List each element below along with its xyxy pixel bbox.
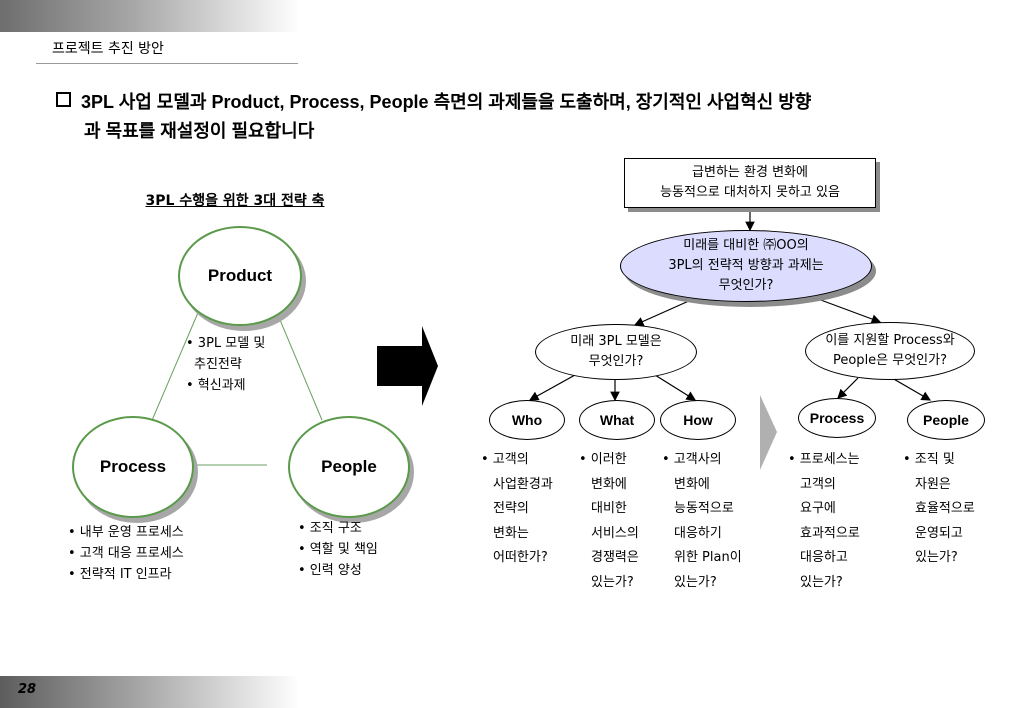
product-people-line xyxy=(274,307,323,421)
product-bullets: • 3PL 모델 및 추진전략 • 혁신과제 xyxy=(186,333,265,396)
problem-box-line2: 능동적으로 대처하지 못하고 있음 xyxy=(660,185,840,200)
product-bullet-1b: 추진전략 xyxy=(194,357,242,372)
page-number: 28 xyxy=(18,682,37,697)
main-oval-line1: 미래를 대비한 ㈜OO의 xyxy=(683,238,809,253)
process-oval-label: Process xyxy=(809,410,865,426)
how-text: • 고객사의 변화에 능동적으로 대응하기 위한 Plan이 있는가? xyxy=(662,452,742,590)
model-oval-line2: 무엇인가? xyxy=(588,354,644,369)
main-oval-line2: 3PL의 전략적 방향과 과제는 xyxy=(668,258,824,273)
people-bullet-3: • 인력 양성 xyxy=(298,563,362,578)
product-circle: Product xyxy=(178,226,302,326)
process-bullet-1: • 내부 운영 프로세스 xyxy=(68,525,184,540)
product-bullet-2: • 혁신과제 xyxy=(186,378,246,393)
product-label: Product xyxy=(207,266,273,285)
headline-line2: 과 목표를 재설정이 필요합니다 xyxy=(84,121,315,141)
product-bullet-1: • 3PL 모델 및 xyxy=(186,336,266,351)
support-oval-line1: 이를 지원할 Process와 xyxy=(825,333,955,348)
people-label: People xyxy=(321,457,377,476)
top-gradient-bar xyxy=(0,0,300,32)
problem-box-line1: 급변하는 환경 변화에 xyxy=(692,165,808,180)
people-text: • 조직 및 자원은 효율적으로 운영되고 있는가? xyxy=(903,452,975,565)
headline-post: 측면의 과제들을 도출하며, 장기적인 사업혁신 방향 xyxy=(428,92,812,112)
what-oval: What xyxy=(579,400,655,440)
how-label: How xyxy=(683,412,713,428)
headline-bold: Product, Process, People xyxy=(211,92,429,112)
headline-3pl: 3PL xyxy=(81,92,114,112)
strategy-axis-title: 3PL 수행을 위한 3대 전략 축 xyxy=(145,193,325,209)
gray-chevron-icon xyxy=(760,395,777,470)
page-header-title: 프로젝트 추진 방안 xyxy=(52,41,164,57)
people-bullets: • 조직 구조 • 역할 및 책임 • 인력 양성 xyxy=(298,518,378,581)
process-text: • 프로세스는 고객의 요구에 효과적으로 대응하고 있는가? xyxy=(788,452,860,590)
who-text: • 고객의 사업환경과 전략의 변화는 어떠한가? xyxy=(481,452,553,565)
process-bullet-2: • 고객 대응 프로세스 xyxy=(68,546,184,561)
support-question-oval: 이를 지원할 Process와 People은 무엇인가? xyxy=(805,322,975,380)
main-question-oval: 미래를 대비한 ㈜OO의 3PL의 전략적 방향과 과제는 무엇인가? xyxy=(620,230,872,302)
what-text: • 이러한 변화에 대비한 서비스의 경쟁력은 있는가? xyxy=(579,452,639,590)
process-oval: Process xyxy=(798,398,876,438)
product-process-line xyxy=(149,307,201,426)
headline-mid: 사업 모델과 xyxy=(113,92,212,112)
people-oval: People xyxy=(907,400,985,440)
checkbox-bullet-icon xyxy=(56,92,71,107)
people-oval-label: People xyxy=(923,412,969,428)
headline: 3PL 사업 모델과 Product, Process, People 측면의 … xyxy=(56,88,996,146)
main-oval-line3: 무엇인가? xyxy=(718,278,774,293)
footer-gradient-bar xyxy=(0,676,300,708)
who-label: Who xyxy=(511,412,543,428)
process-bullets: • 내부 운영 프로세스 • 고객 대응 프로세스 • 전략적 IT 인프라 xyxy=(68,522,184,585)
what-label: What xyxy=(599,412,635,428)
big-arrow-icon xyxy=(377,326,438,406)
who-oval: Who xyxy=(489,400,565,440)
support-oval-line2: People은 무엇인가? xyxy=(832,353,948,368)
problem-box: 급변하는 환경 변화에 능동적으로 대처하지 못하고 있음 xyxy=(624,158,876,208)
process-label: Process xyxy=(99,457,167,476)
process-bullet-3: • 전략적 IT 인프라 xyxy=(68,567,172,582)
process-circle: Process xyxy=(72,416,194,518)
how-oval: How xyxy=(660,400,736,440)
people-bullet-1: • 조직 구조 xyxy=(298,521,362,536)
people-bullet-2: • 역할 및 책임 xyxy=(298,542,378,557)
model-question-oval: 미래 3PL 모델은 무엇인가? xyxy=(535,324,697,380)
header-divider xyxy=(36,63,298,64)
people-circle: People xyxy=(288,416,410,518)
model-oval-line1: 미래 3PL 모델은 xyxy=(570,334,662,349)
